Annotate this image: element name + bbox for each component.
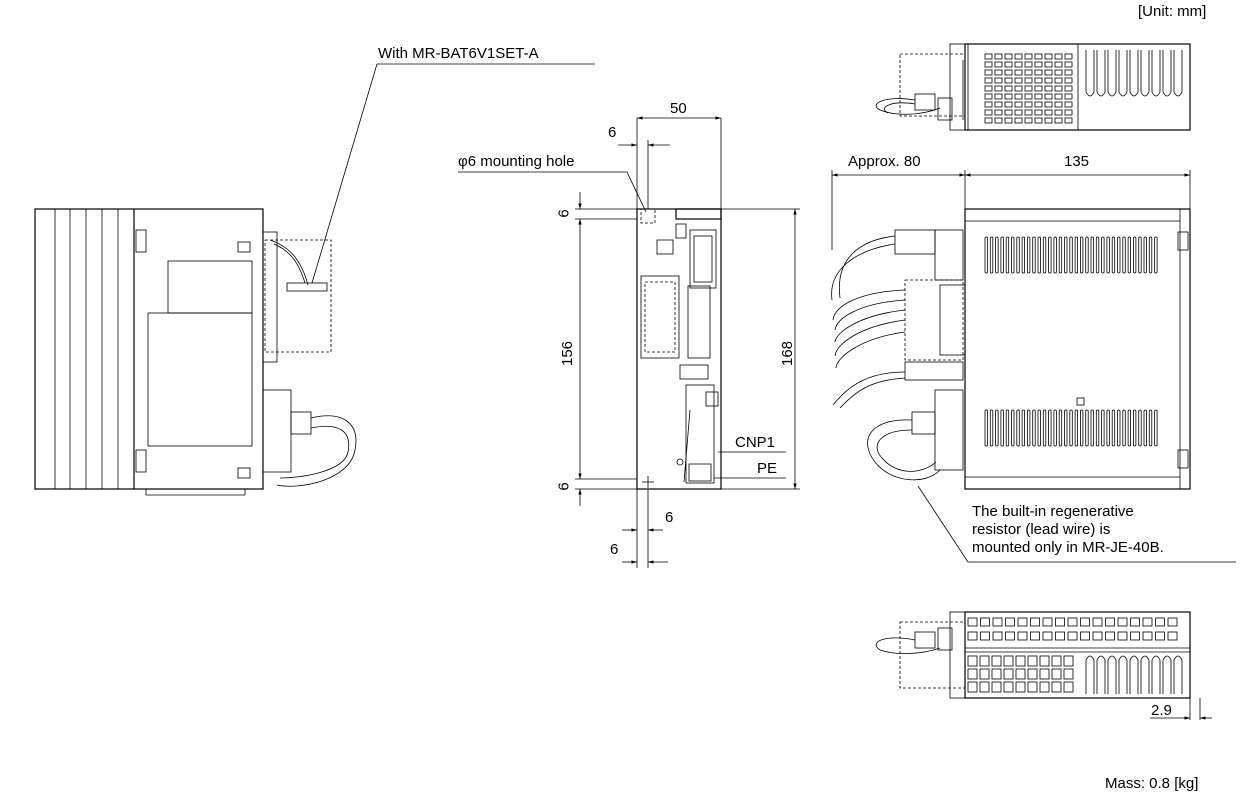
mounting-hole-label: φ6 mounting hole	[458, 153, 575, 170]
front-view	[458, 116, 800, 568]
mass-label: Mass: 0.8 [kg]	[1105, 775, 1199, 792]
battery-leader	[311, 63, 595, 284]
dim-gap-6-lower: 6	[555, 482, 573, 491]
battery-label: With MR-BAT6V1SET-A	[378, 45, 539, 62]
dim-depth-2-9: 2.9	[1151, 702, 1172, 719]
dim-width-50: 50	[670, 100, 687, 117]
dim-height-156: 156	[559, 340, 577, 367]
note-line-3: mounted only in MR-JE-40B.	[972, 539, 1164, 556]
connector-pe-label: PE	[757, 460, 778, 477]
dim-offset-6-top: 6	[608, 124, 617, 141]
dim-gap-6-upper: 6	[555, 209, 573, 218]
dim-height-168: 168	[779, 340, 797, 367]
top-view	[875, 43, 1191, 131]
note-line-2: resistor (lead wire) is	[972, 521, 1111, 538]
note-line-1: The built-in regenerative	[972, 503, 1134, 520]
dim-offset-6-bottom-b: 6	[610, 541, 619, 558]
dim-depth-135: 135	[1064, 153, 1090, 170]
left-side-view	[34, 208, 357, 496]
connector-cnp1-label: CNP1	[735, 434, 776, 451]
dim-approx-80: Approx. 80	[848, 153, 921, 170]
unit-label: [Unit: mm]	[1138, 3, 1207, 20]
bottom-view	[875, 611, 1212, 720]
dim-offset-6-bottom-a: 6	[665, 509, 674, 526]
right-side-view	[831, 170, 1236, 563]
regenerative-resistor-note: The built-in regenerative resistor (lead…	[972, 503, 1164, 557]
